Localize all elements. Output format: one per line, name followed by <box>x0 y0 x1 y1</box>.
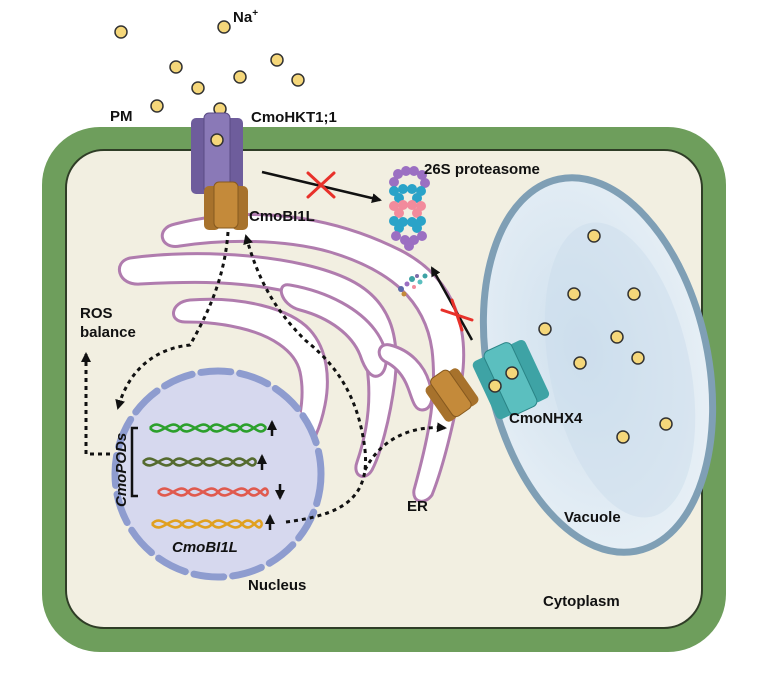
nucleus-label: Nucleus <box>248 577 306 594</box>
inhibition-cross-icon <box>440 298 474 332</box>
inhibition-cross-icon <box>306 171 336 199</box>
pathway-gene-to-bi1l <box>243 234 368 524</box>
bi1l-protein-er <box>425 368 479 422</box>
gene-helix <box>142 423 270 529</box>
proteasome-label: 26S proteasome <box>424 161 540 178</box>
ros-label: ROS <box>80 305 113 322</box>
proteasome-icon <box>389 166 430 251</box>
na-label: Na+ <box>233 8 258 26</box>
cytoplasm-label: Cytoplasm <box>543 593 620 610</box>
hkt-channel <box>191 112 243 194</box>
endoplasmic-reticulum <box>118 213 466 503</box>
bi1l-gene-label: CmoBI1L <box>172 539 238 556</box>
pathway-pods-to-ros <box>81 352 110 456</box>
bi1l-protein-membrane <box>204 181 248 230</box>
protein-fragments-icon <box>398 273 428 297</box>
vacuole-label: Vacuole <box>564 509 621 526</box>
bi1l-protein-label: CmoBI1L <box>249 208 315 225</box>
pathway-gene-to-nhx <box>363 422 447 471</box>
vacuole <box>479 174 717 556</box>
er-label: ER <box>407 498 428 515</box>
pm-label: PM <box>110 108 133 125</box>
pods-bracket <box>130 426 138 498</box>
na-ion-icon <box>538 229 673 444</box>
nhx-label: CmoNHX4 <box>509 410 583 427</box>
na-ion-icon <box>114 20 305 116</box>
hkt-label: CmoHKT1;1 <box>251 109 337 126</box>
pathway-bi1l-to-nucleus <box>115 231 230 410</box>
pods-label: CmoPODs <box>113 433 130 507</box>
ros-balance-label: balance <box>80 324 136 341</box>
